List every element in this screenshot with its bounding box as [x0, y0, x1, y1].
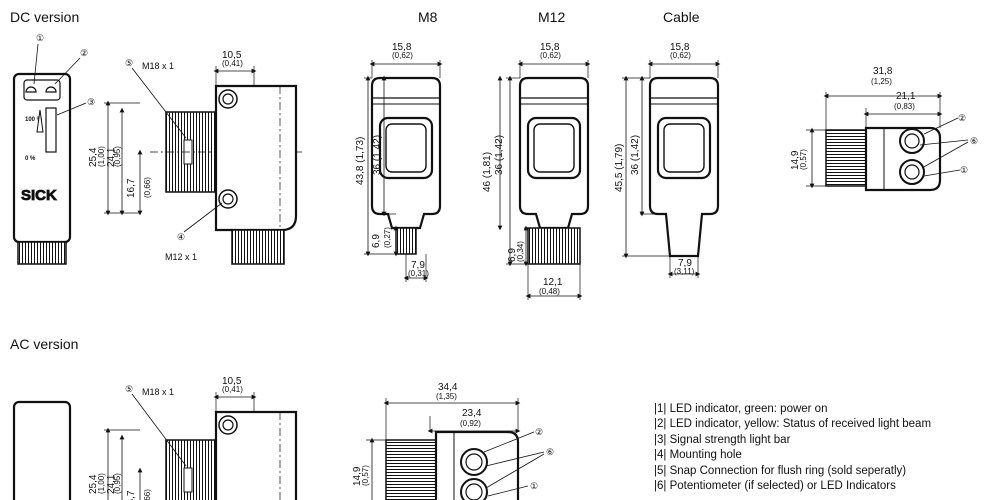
dc-front-view: 100 % 0 % SICK [12, 72, 72, 265]
cable-width-dim: 15,8 [670, 42, 690, 53]
callout-2: ② [80, 48, 88, 58]
dim-16-7-in: (0,66) [143, 177, 152, 198]
m12-thread-label: M12 x 1 [165, 252, 197, 262]
ac-len-dim: 34,4 [438, 382, 458, 393]
callout-4: ④ [177, 232, 185, 242]
ac-dim-10-5-in: (0,41) [222, 385, 243, 394]
ac-dim-25-4-in: (1,00) [97, 473, 106, 494]
m12-front-view [497, 60, 591, 300]
ac-len-dim-in: (1,35) [436, 392, 457, 401]
cable-total-dim: 45,5 (1,79) [614, 144, 625, 192]
m8-front-view [364, 60, 443, 282]
scale-max-label: 100 % [25, 117, 43, 123]
legend-item-3: |3| Signal strength light bar [654, 433, 791, 446]
cable-w-dim-in: (3,11) [674, 267, 695, 276]
callout-3: ③ [87, 97, 95, 107]
ac-body-dim-in: (0,92) [460, 419, 481, 428]
m8-width-dim-in: (0,62) [392, 51, 413, 60]
dc-rear-view [806, 92, 969, 192]
rear-h-dim-in: (0,57) [799, 149, 808, 170]
scale-min-label: 0 % [25, 156, 36, 162]
dim-16-7: 16,7 [126, 178, 137, 198]
ac-dim-24-1-in: (0,95) [113, 473, 122, 494]
ac-h-dim: 14,9 [352, 466, 363, 486]
m8-variant-title: M8 [418, 9, 438, 25]
legend-item-6: |6| Potentiometer (if selected) or LED I… [654, 480, 896, 493]
m8-body-dim: 36 (1,42) [372, 135, 383, 175]
ac-version-title: AC version [10, 336, 79, 352]
m12-total-dim: 46 (1,81) [482, 152, 493, 192]
dim-25-4-in: (1,00) [97, 146, 106, 167]
m12-variant-title: M12 [538, 9, 566, 25]
cable-front-view [622, 60, 721, 278]
rear-callout-2: ② [958, 113, 966, 123]
m8-total-dim: 43,8 (1,73) [355, 137, 366, 185]
led-yellow-icon [45, 86, 57, 93]
rear-h-dim: 14,9 [790, 150, 801, 170]
dim-24-1-in: (0,95) [113, 146, 122, 167]
legend-item-2: |2| LED indicator, yellow: Status of rec… [654, 418, 932, 431]
ac-callout-1: ① [530, 481, 538, 491]
rear-body-dim: 21,1 [896, 91, 916, 102]
ac-callout-5: ⑤ [125, 384, 133, 394]
cable-w-dim: 7,9 [678, 258, 692, 269]
ac-callout-6: ⑥ [546, 447, 554, 457]
ac-side-view [104, 392, 298, 500]
dim-10-5: 10,5 [222, 50, 242, 61]
ac-dim-25-4: 25,4 [88, 474, 99, 494]
dim-10-5-in: (0,41) [222, 59, 243, 68]
ac-body-dim: 23,4 [462, 408, 482, 419]
m12-conn-dim: 6,9 [507, 248, 518, 262]
led-green-icon [25, 86, 37, 93]
cable-variant-title: Cable [663, 9, 700, 25]
callout-1: ① [36, 33, 44, 43]
ac-dim-10-5: 10,5 [222, 376, 242, 387]
rear-len-dim: 31,8 [873, 66, 893, 77]
m12-body-dim: 36 (1,42) [494, 135, 505, 175]
ac-callout-2: ② [535, 427, 543, 437]
ac-rear-view [366, 398, 545, 500]
ac-h-dim-in: (0,57) [361, 465, 370, 486]
legend-item-4: |4| Mounting hole [654, 449, 742, 462]
m8-conn-dim: 6,9 [371, 234, 382, 248]
m8-conn-dim-in: (0,27) [383, 227, 392, 248]
cable-body-dim: 36 (1,42) [630, 135, 641, 175]
m12-width-dim: 15,8 [540, 42, 560, 53]
m8-pin-dim-in: (0,31) [408, 269, 429, 278]
m12-thread-dim-in: (0,48) [539, 287, 560, 296]
ac-dim-16-7-in: (0,66) [143, 489, 152, 500]
cable-width-dim-in: (0,62) [670, 51, 691, 60]
m12-thread-dim: 12,1 [543, 277, 563, 288]
dc-side-view [104, 66, 305, 265]
callout-5: ⑤ [125, 58, 133, 68]
dc-version-title: DC version [10, 9, 80, 25]
legend: |1| LED indicator, green: power on |2| L… [654, 402, 931, 494]
sick-logo: SICK [21, 187, 57, 204]
ac-dim-16-7: 16,7 [126, 490, 137, 500]
ac-front-view [12, 400, 72, 500]
signal-wedge-icon [36, 109, 44, 133]
legend-item-5: |5| Snap Connection for flush ring (sold… [654, 464, 907, 477]
rear-len-dim-in: (1,25) [871, 77, 892, 86]
ac-m18-thread-label: M18 x 1 [142, 387, 174, 397]
m12-conn-dim-in: (0,34) [516, 241, 525, 262]
m18-thread-label: M18 x 1 [142, 61, 174, 71]
legend-item-1: |1| LED indicator, green: power on [654, 403, 828, 415]
dim-25-4: 25,4 [88, 147, 99, 167]
signal-bar-icon [45, 107, 57, 153]
m8-pin-dim: 7,9 [411, 260, 425, 271]
m8-width-dim: 15,8 [392, 42, 412, 53]
dim-24-1: 24,1 [106, 147, 117, 167]
rear-callout-6: ⑥ [970, 136, 978, 146]
ac-dim-24-1: 24,1 [106, 474, 117, 494]
rear-callout-1: ① [960, 165, 968, 175]
rear-body-dim-in: (0,83) [894, 102, 915, 111]
m12-width-dim-in: (0,62) [540, 51, 561, 60]
